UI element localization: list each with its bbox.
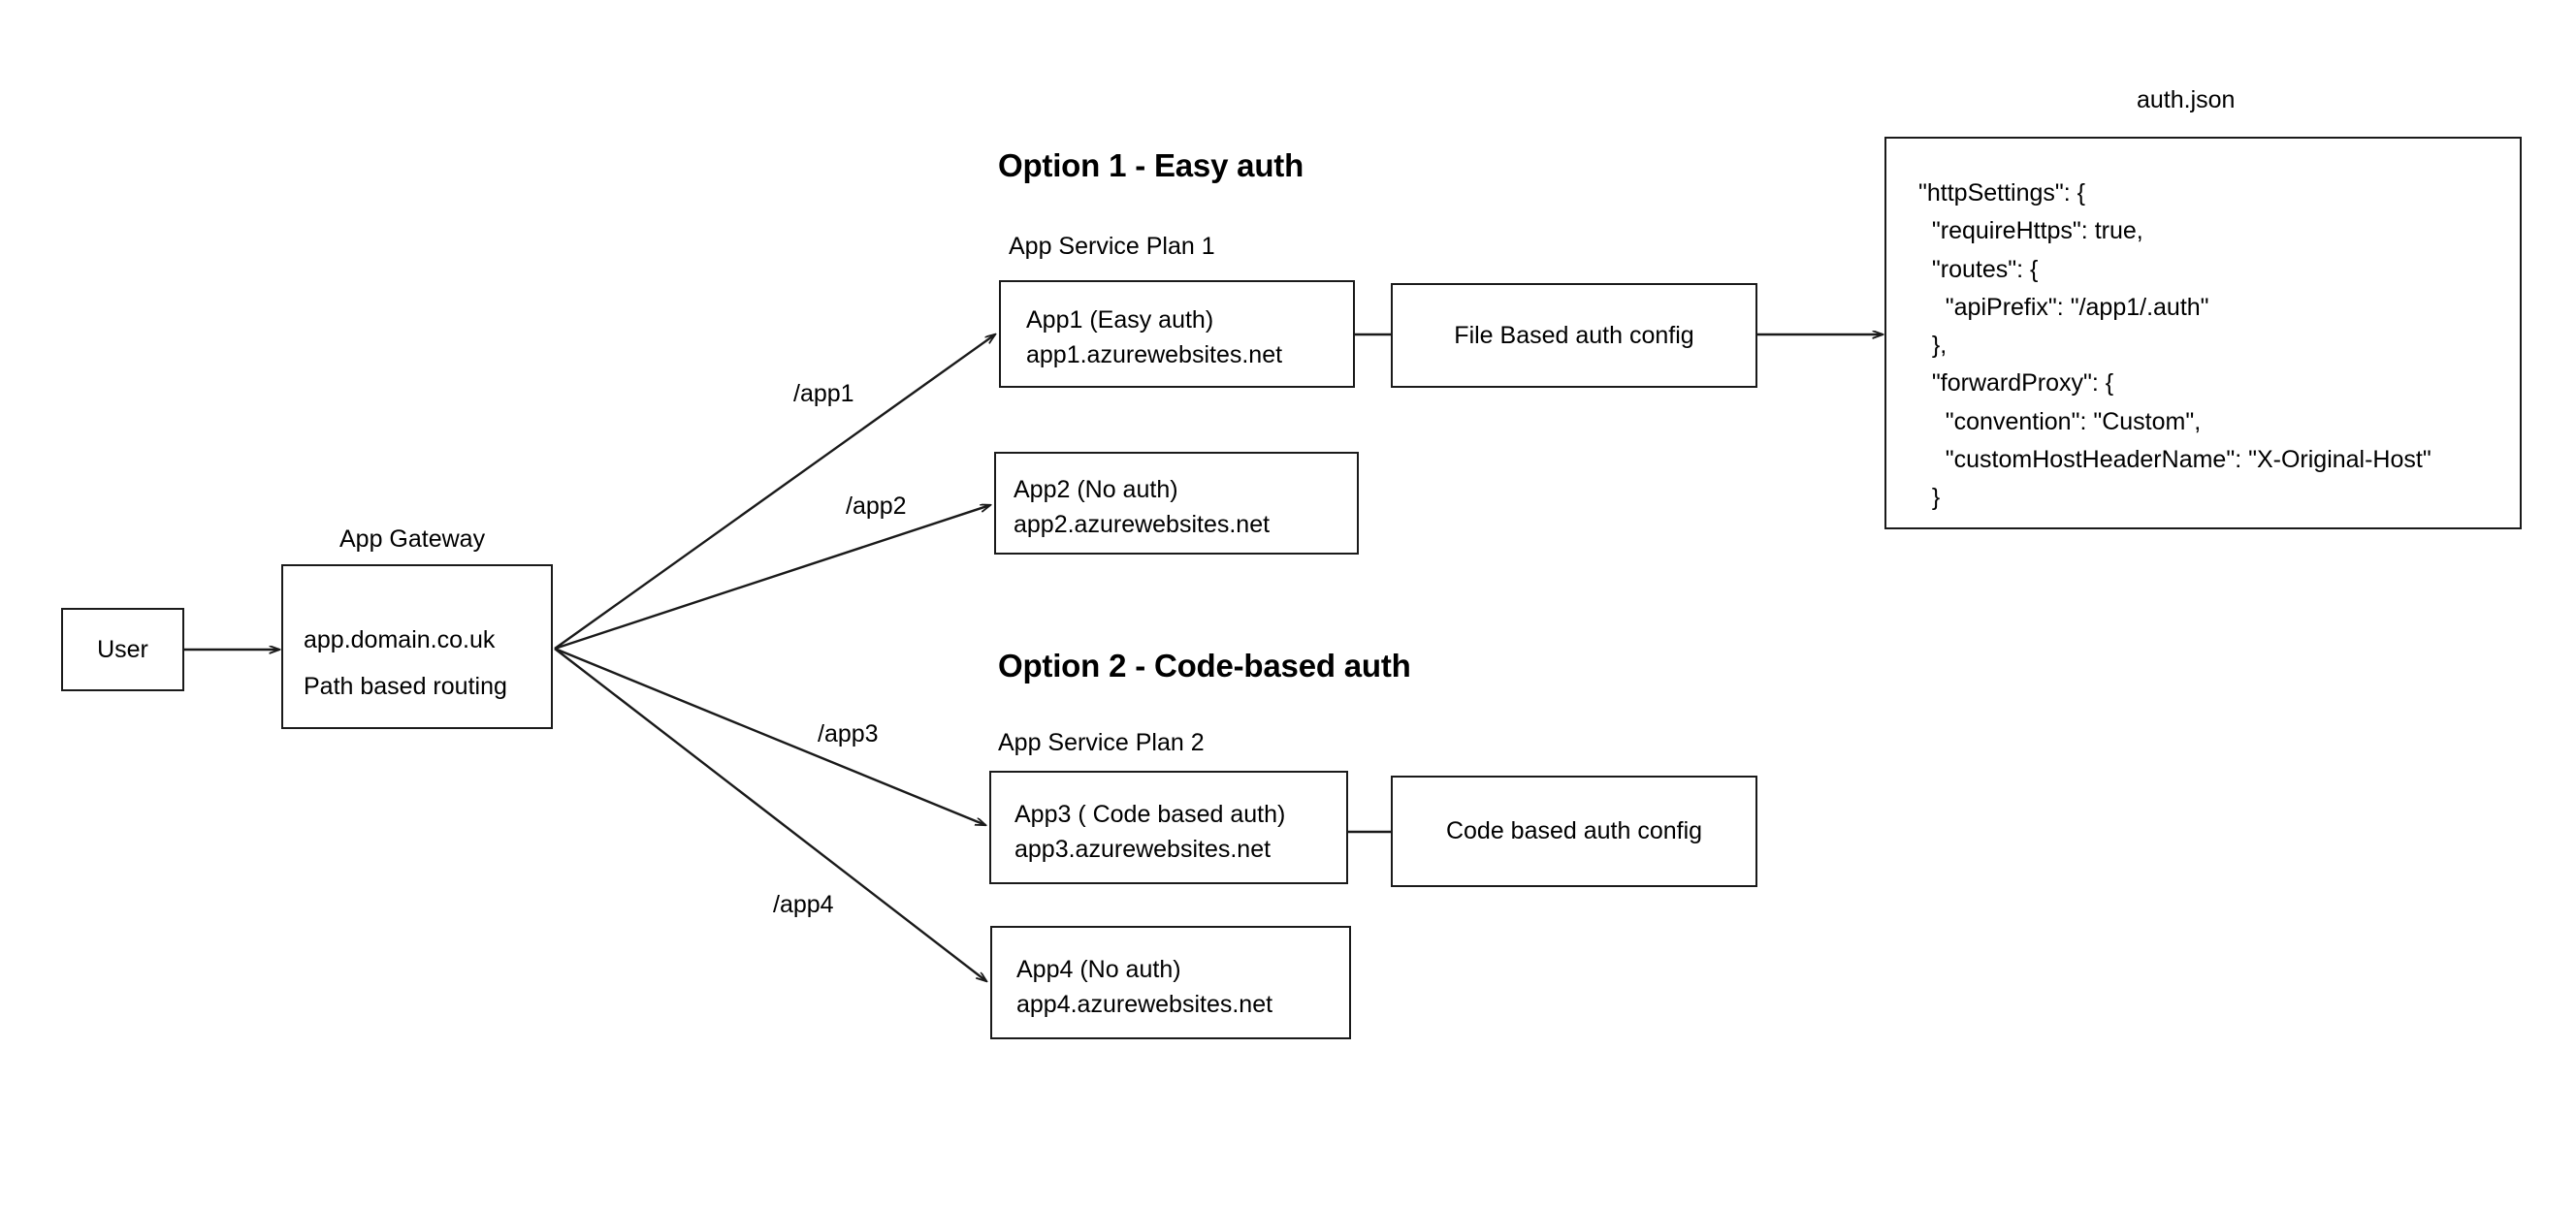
node-app1-line2: app1.azurewebsites.net (1026, 341, 1283, 368)
node-code-based-auth-config: Code based auth config (1391, 776, 1757, 887)
node-app1-line1: App1 (Easy auth) (1026, 306, 1214, 334)
label-app-service-plan-2: App Service Plan 2 (998, 729, 1205, 756)
node-app1: App1 (Easy auth) app1.azurewebsites.net (999, 280, 1355, 388)
node-app2-line2: app2.azurewebsites.net (1014, 511, 1271, 538)
node-file-based-auth-config: File Based auth config (1391, 283, 1757, 388)
node-app3-line2: app3.azurewebsites.net (1014, 836, 1272, 863)
node-user: User (61, 608, 184, 691)
node-app-gateway: app.domain.co.uk Path based routing (281, 564, 553, 729)
node-app4: App4 (No auth) app4.azurewebsites.net (990, 926, 1351, 1039)
heading-option-1: Option 1 - Easy auth (998, 147, 1304, 183)
node-user-label: User (97, 635, 148, 663)
heading-option-2: Option 2 - Code-based auth (998, 648, 1411, 683)
node-app-gateway-line2: Path based routing (304, 673, 507, 700)
edge-gateway-to-app3 (554, 647, 985, 825)
node-app2: App2 (No auth) app2.azurewebsites.net (994, 452, 1359, 555)
edge-label-app3: /app3 (818, 720, 879, 747)
node-app4-line2: app4.azurewebsites.net (1016, 991, 1273, 1018)
auth-json-content: "httpSettings": { "requireHttps": true, … (1918, 179, 2431, 511)
node-app4-line1: App4 (No auth) (1016, 956, 1181, 983)
label-app-service-plan-1: App Service Plan 1 (1009, 233, 1215, 260)
edge-gateway-to-app4 (554, 648, 986, 981)
node-app2-line1: App2 (No auth) (1014, 476, 1178, 503)
node-code-based-auth-config-label: Code based auth config (1445, 817, 1703, 844)
edge-gateway-to-app2 (554, 505, 990, 651)
edge-label-app2: /app2 (846, 493, 907, 520)
label-app-gateway: App Gateway (339, 525, 486, 553)
auth-json-box (1884, 137, 2522, 529)
node-app3-line1: App3 ( Code based auth) (1014, 801, 1286, 828)
edge-label-app4: /app4 (773, 891, 834, 918)
edge-label-app1: /app1 (793, 380, 854, 407)
node-file-based-auth-config-label: File Based auth config (1454, 321, 1694, 349)
node-app-gateway-line1: app.domain.co.uk (304, 626, 496, 653)
edge-gateway-to-app1 (554, 334, 995, 650)
auth-json-title: auth.json (2137, 86, 2236, 113)
node-app3: App3 ( Code based auth) app3.azurewebsit… (989, 771, 1348, 884)
